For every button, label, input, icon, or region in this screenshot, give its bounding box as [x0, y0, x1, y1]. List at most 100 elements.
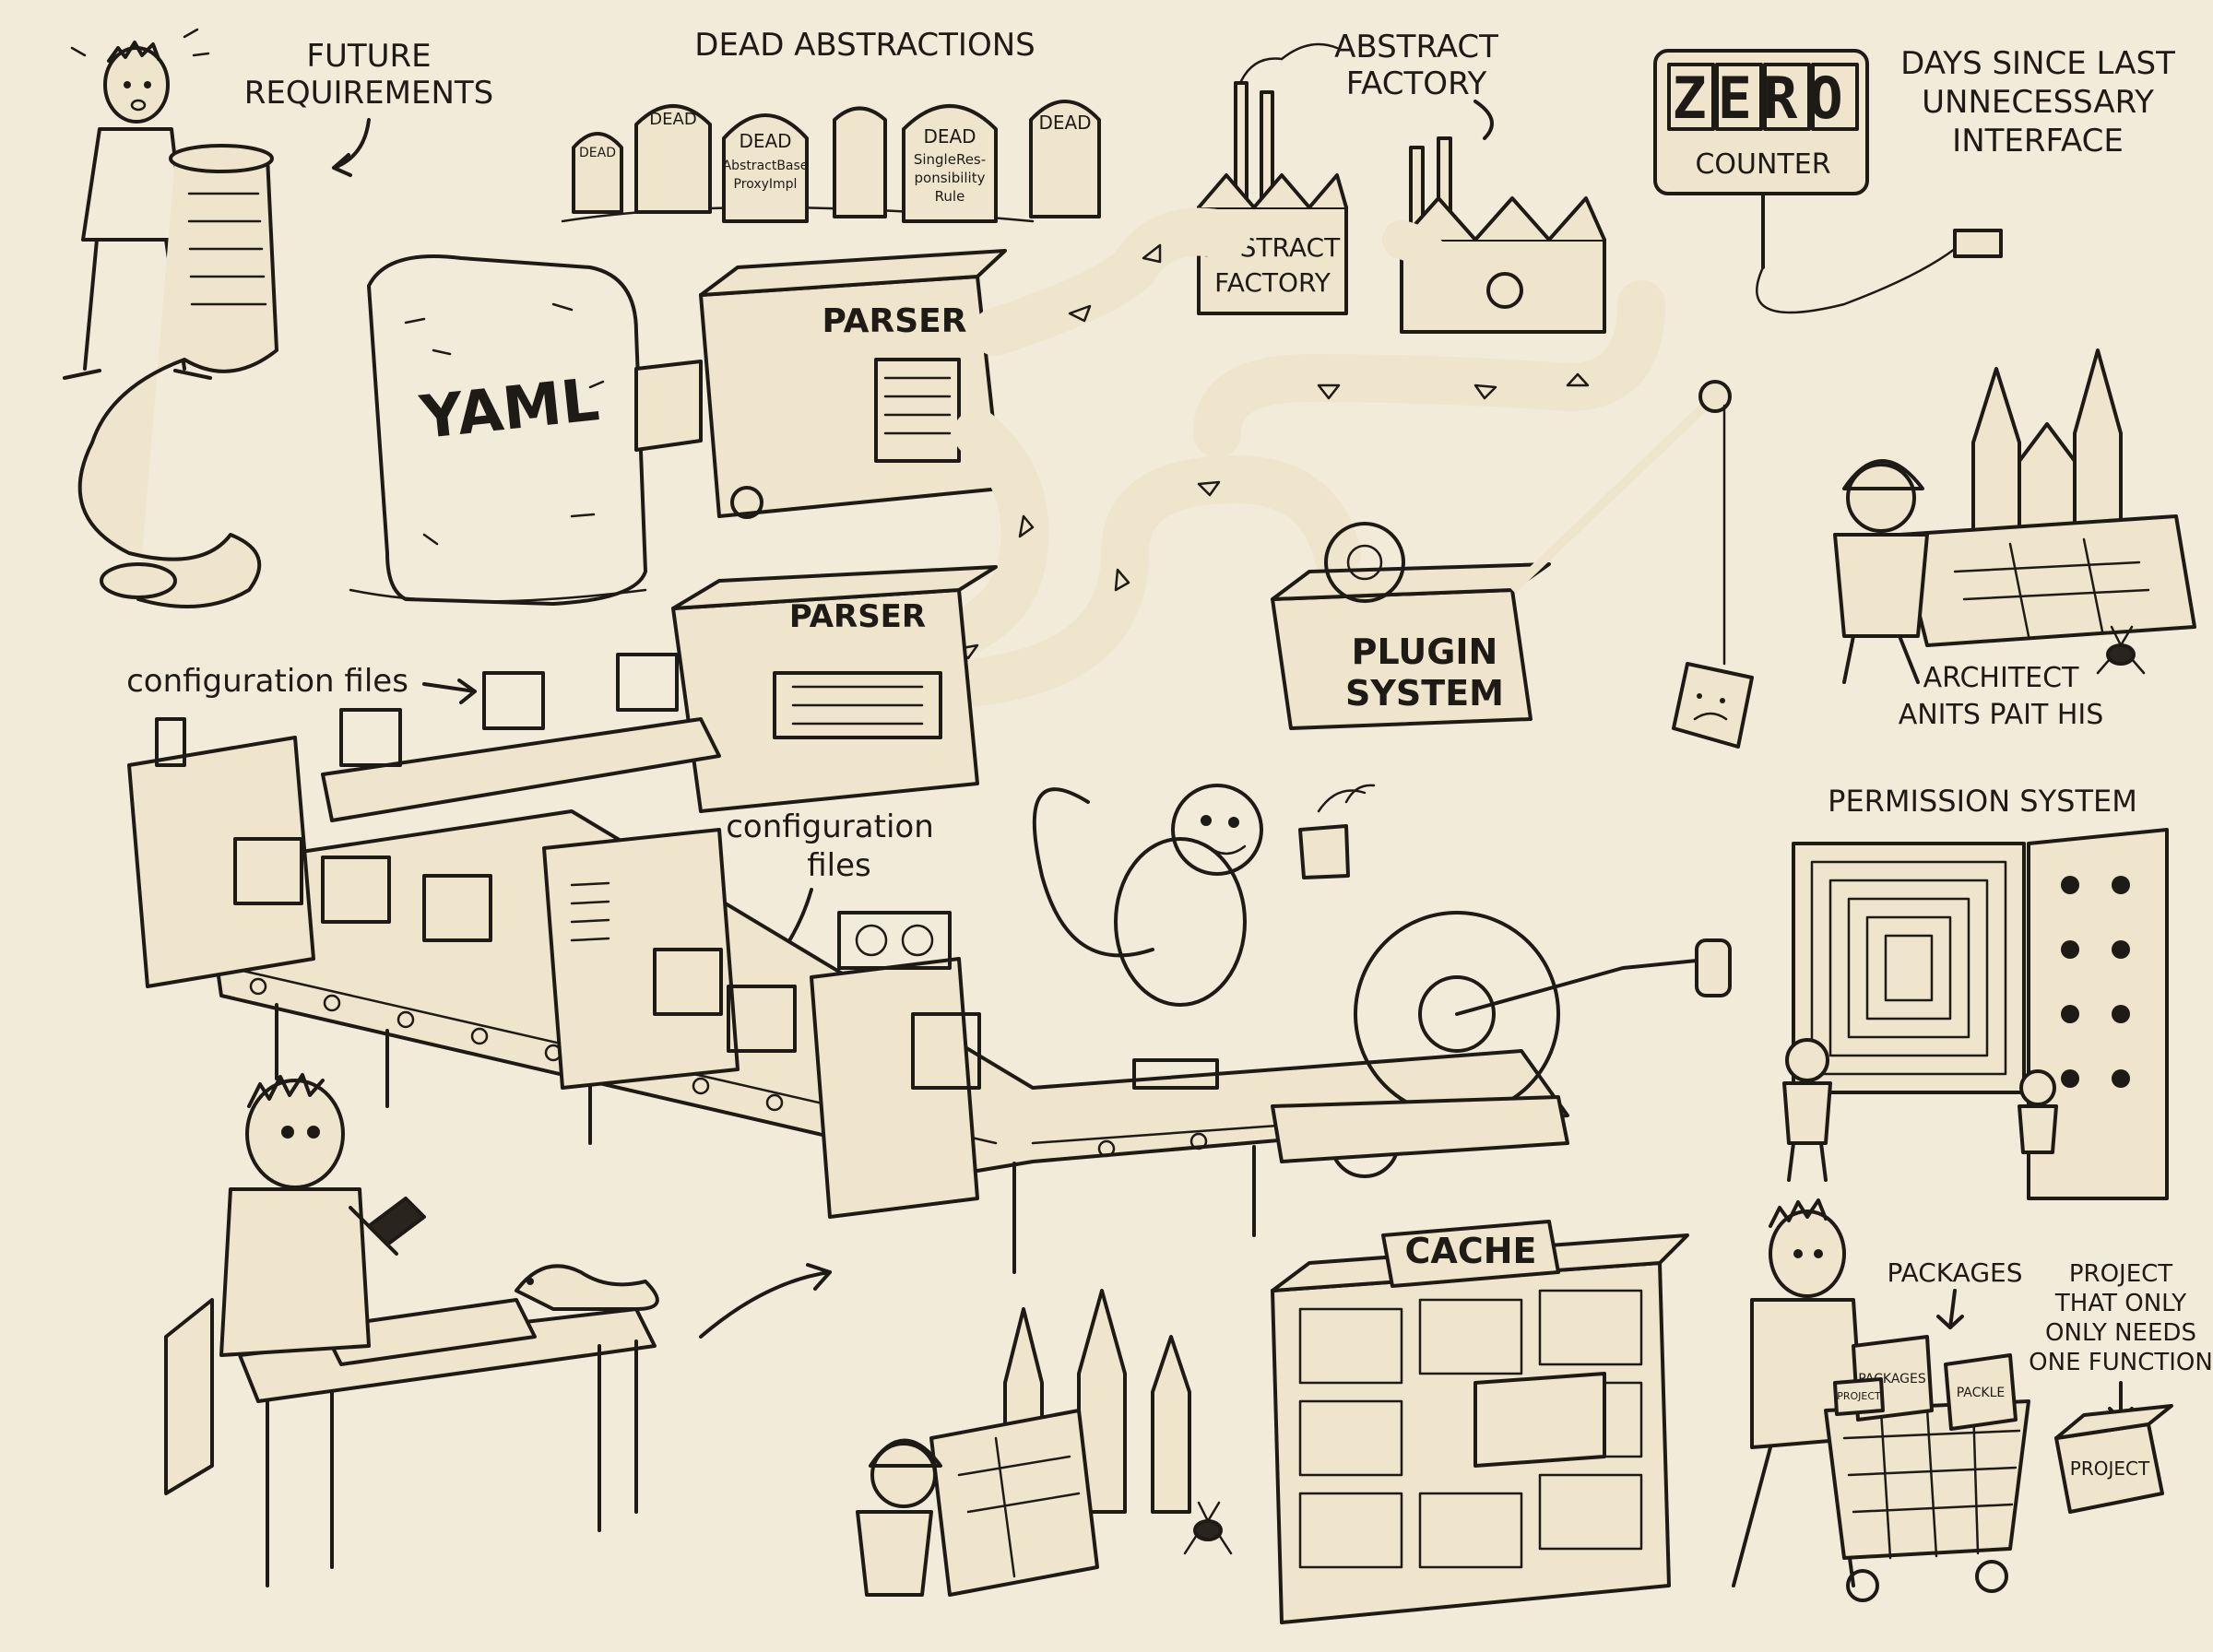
developer-torso	[219, 1187, 371, 1357]
cache-filing-cabinets: CACHE	[1271, 1220, 1689, 1624]
hard-hat-icon	[1842, 459, 1924, 490]
squirrel-tail	[1032, 787, 1154, 958]
zero-counter-sign: ZERO COUNTER DAYS SINCE LAST UNNECESSARY…	[1653, 45, 2175, 314]
config-files-label-left: configuration files	[126, 663, 408, 700]
factory-building-2-roof	[1400, 196, 1606, 242]
abstract-factory-title-2: FACTORY	[1346, 65, 1487, 102]
desk-legs	[266, 1339, 638, 1587]
tombstone-5: DEAD	[1029, 100, 1101, 218]
tombstone-1-text: DEAD	[579, 146, 616, 160]
abstract-factory-title-1: ABSTRACT	[1334, 29, 1498, 65]
small-person-left	[1785, 1038, 1829, 1082]
ant-bottom-icon	[1193, 1519, 1223, 1541]
factory-building-1-roof	[1197, 173, 1348, 209]
architect-label-1: ARCHITECT	[1923, 662, 2079, 694]
tombstone-4-line-4: Rule	[935, 188, 965, 205]
config-files-label-mid-1: configuration	[726, 808, 934, 845]
board	[321, 1298, 537, 1366]
sad-document-icon	[1672, 662, 1754, 749]
tombstone-1: DEAD	[572, 132, 623, 214]
tombstone-plain-1	[833, 106, 887, 218]
hard-hat-bottom-icon	[869, 1438, 942, 1468]
cart-box-label-3: PACKLE	[1957, 1386, 2005, 1400]
permission-system-label: PERMISSION SYSTEM	[1828, 784, 2137, 819]
tombstone-2: DEAD	[634, 104, 712, 214]
conveyor-right-machine	[810, 957, 979, 1219]
cache-sign	[1381, 1220, 1560, 1288]
developer-hammering-scene	[164, 1073, 832, 1587]
tombstone-4-line-3: ponsibility	[915, 170, 986, 186]
days-since-label-2: UNNECESSARY	[1922, 84, 2154, 121]
cart-person-head	[1769, 1210, 1846, 1298]
cart-box-label-2: PROJECT	[1837, 1390, 1881, 1402]
hammer-icon	[367, 1197, 426, 1246]
small-person-door	[2019, 1069, 2056, 1106]
gecko-icon	[515, 1264, 659, 1311]
future-requirements-label-2: REQUIREMENTS	[244, 75, 494, 112]
factory-smoke	[1239, 42, 1339, 83]
permission-system-scene: PERMISSION SYSTEM	[1782, 784, 2169, 1200]
progress-arrow	[699, 1270, 832, 1339]
future-requirements-arrow	[332, 118, 371, 170]
architect-cathedral-scene-top: ARCHITECT ANITS PAIT HIS	[1833, 348, 2196, 731]
yaml-monolith: YAML	[349, 254, 647, 606]
counter-value: ZERO	[1672, 65, 1853, 132]
requirements-scroll	[77, 144, 278, 608]
abstract-factory-arrow	[1473, 100, 1494, 140]
plugin-system-machine: PLUGIN SYSTEM	[1271, 380, 1754, 749]
project-box-label: PROJECT	[2070, 1457, 2150, 1480]
architect-head	[1846, 463, 1916, 533]
cache-label: CACHE	[1405, 1231, 1537, 1271]
factory-gear-icon	[1486, 272, 1523, 309]
yaml-label: YAML	[416, 366, 602, 453]
squirrel-gear-machine	[1032, 784, 1732, 1178]
conveyor-middle-machine	[542, 828, 740, 1090]
parser-machine-middle: PARSER	[671, 565, 998, 813]
blueprint-sheet	[1898, 514, 2196, 647]
future-requirements-label-1: FUTURE	[306, 38, 431, 75]
counter-cable	[1756, 247, 1957, 314]
counter-plug-icon	[1953, 229, 2003, 258]
tombstone-4-line-2: SingleRes-	[914, 151, 986, 168]
conveyor-belt-back	[321, 717, 721, 822]
squirrel-head	[1171, 784, 1263, 876]
chair	[164, 1298, 214, 1495]
developer-head	[245, 1079, 345, 1189]
coffee-mug-icon	[1298, 824, 1350, 879]
gear-machine-base	[1271, 1095, 1569, 1163]
maze-panel	[1792, 842, 2026, 1094]
architect-label-2: ANITS PAIT HIS	[1899, 699, 2104, 731]
cart-box-project	[1833, 1377, 1885, 1416]
folder-icons	[233, 653, 1219, 1090]
abstract-factory-scene: ABSTRACT FACTORY ABSTRACT FACTORY	[1197, 29, 1606, 334]
open-drawer	[1473, 1372, 1606, 1468]
packages-cart-scene: PACKAGES PROJECT THAT ONLY ONLY NEEDS ON…	[1732, 1198, 2213, 1602]
architect-cathedral-scene-bottom	[856, 1289, 1233, 1597]
config-files-label-mid-2: files	[807, 847, 871, 884]
tombstone-3-line-3: ProxyImpl	[734, 177, 798, 192]
tombstone-4-line-1: DEAD	[923, 125, 976, 148]
tombstone-3: DEAD AbstractBase ProxyImpl	[722, 113, 809, 223]
conveyor-start-machine	[127, 736, 315, 988]
blueprint-bottom	[929, 1409, 1099, 1597]
tombstone-5-text: DEAD	[1038, 112, 1091, 134]
crank-handle	[1695, 938, 1732, 997]
future-requirements-scene: FUTURE REQUIREMENTS	[63, 28, 494, 608]
packages-label: PACKAGES	[1888, 1257, 2023, 1288]
project-note-line-3: ONLY NEEDS	[2045, 1319, 2196, 1347]
tombstone-4: DEAD SingleRes- ponsibility Rule	[902, 104, 998, 223]
cart-box-packle	[1944, 1353, 2018, 1431]
project-note-line-4: ONE FUNCTION	[2029, 1349, 2213, 1376]
ant-icon	[2106, 643, 2136, 666]
days-since-label-3: INTERFACE	[1952, 123, 2124, 159]
squirrel-body	[1114, 837, 1247, 1007]
counter-label: COUNTER	[1695, 148, 1830, 181]
parser-top-label: PARSER	[822, 302, 967, 340]
future-requirements-arrowhead	[332, 153, 352, 177]
pipe-network	[806, 207, 1665, 706]
plugin-label-1: PLUGIN	[1352, 631, 1498, 672]
dead-abstractions-label: DEAD ABSTRACTIONS	[694, 27, 1035, 64]
dead-abstractions-graveyard: DEAD ABSTRACTIONS DEAD DEAD DEAD Abstrac…	[561, 27, 1101, 223]
factory-building-label-2: FACTORY	[1214, 267, 1331, 298]
project-note-line-1: PROJECT	[2069, 1260, 2172, 1288]
